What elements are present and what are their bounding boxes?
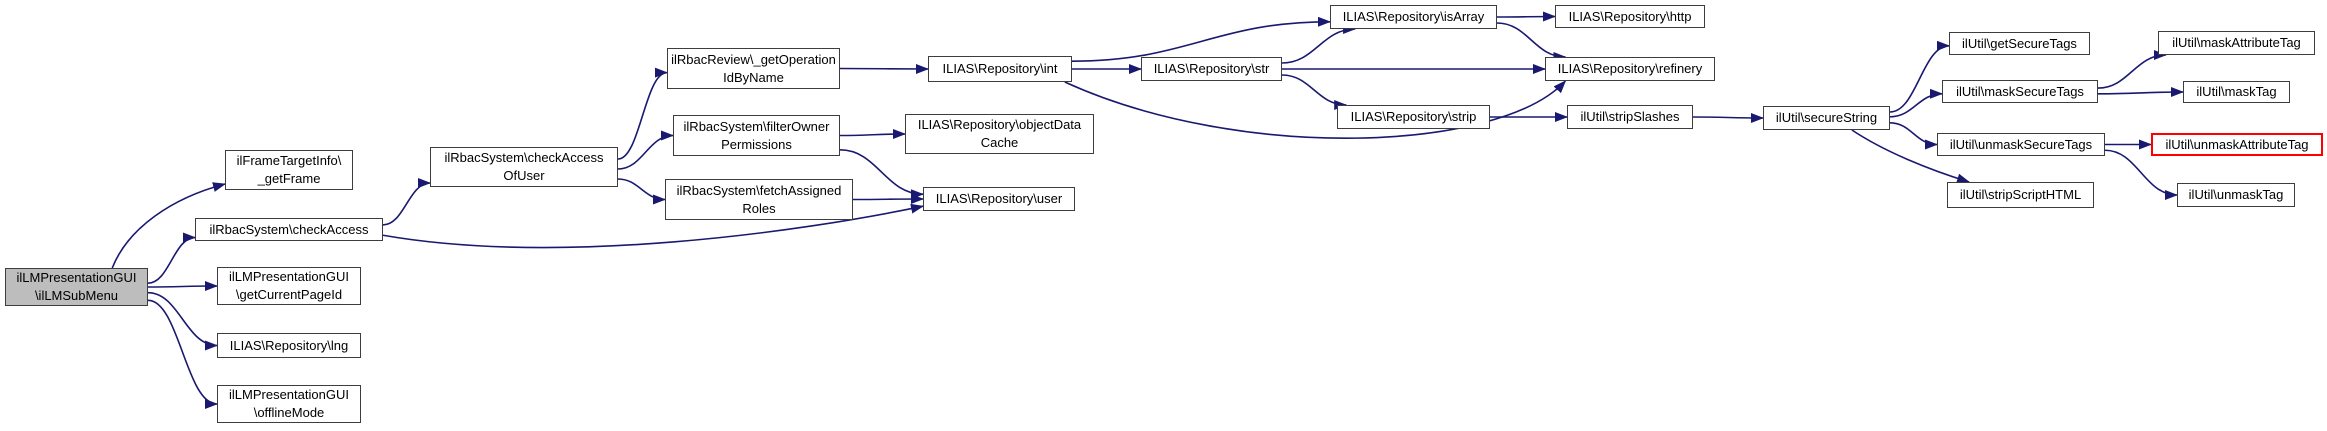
graph-node-label: ILIAS\Repository\user	[935, 191, 1063, 206]
graph-node-maskTag[interactable]: ilUtil\maskTag	[2183, 81, 2290, 103]
graph-node-label: ilFrameTargetInfo\	[236, 153, 342, 168]
call-edge-stripSlashes-to-secureString	[1692, 112, 1764, 123]
graph-node-getSecureTags[interactable]: ilUtil\getSecureTags	[1949, 32, 2090, 55]
graph-node-http[interactable]: ILIAS\Repository\http	[1555, 5, 1705, 28]
graph-node-label: ilRbacSystem\fetchAssigned	[676, 182, 842, 198]
graph-node-label: Cache	[980, 135, 1019, 150]
graph-node-label: \getCurrentPageId	[235, 287, 343, 302]
graph-node-label: \offlineMode	[253, 405, 325, 420]
graph-node-isArray[interactable]: ILIAS\Repository\isArray	[1330, 5, 1497, 29]
graph-node-unmaskTag[interactable]: ilUtil\unmaskTag	[2177, 183, 2295, 207]
call-edge-str-to-strip	[1281, 74, 1348, 110]
call-edge-int-to-refinery	[1064, 80, 1567, 139]
graph-node-label: _getFrame	[257, 171, 321, 186]
graph-node-label: ilUtil\secureString	[1775, 110, 1878, 125]
call-edge-checkAccessOfUser-to-fetchAssignedRoles	[617, 178, 666, 205]
call-edge-secureString-to-getSecureTags	[1889, 40, 1950, 113]
call-edge-checkAccessOfUser-to-getOperationIdByName	[617, 67, 668, 160]
graph-node-unmaskAttributeTag[interactable]: ilUtil\unmaskAttributeTag	[2151, 133, 2323, 156]
graph-node-offlineMode[interactable]: ilLMPresentationGUI \offlineMode	[217, 385, 361, 423]
call-edge-isArray-to-refinery	[1496, 22, 1567, 62]
graph-node-label: ILIAS\Repository\strip	[1350, 109, 1477, 124]
call-edge-ilLMSubMenu-to-getCurrentPageId	[147, 281, 218, 292]
call-edge-ilLMSubMenu-to-getFrame	[111, 182, 226, 269]
call-edge-filterOwnerPermissions-to-user	[839, 149, 924, 200]
graph-node-label: ilRbacSystem\checkAccess	[209, 221, 369, 237]
graph-node-str[interactable]: ILIAS\Repository\str	[1141, 57, 1282, 81]
call-edge-secureString-to-maskSecureTags	[1889, 88, 1943, 118]
graph-node-label: ILIAS\Repository\refinery	[1557, 61, 1703, 76]
graph-node-stripSlashes[interactable]: ilUtil\stripSlashes	[1567, 105, 1693, 129]
graph-node-label: ilUtil\maskTag	[2196, 84, 2277, 99]
graph-node-label: ILIAS\Repository\isArray	[1342, 9, 1485, 24]
graph-node-label: ilRbacReview\_getOperation	[671, 51, 836, 67]
graph-node-label: Permissions	[721, 136, 792, 152]
graph-node-label: ilUtil\stripScriptHTML	[1959, 187, 2082, 202]
graph-node-label: ILIAS\Repository\int	[942, 61, 1058, 76]
call-edge-isArray-to-http	[1496, 11, 1556, 22]
graph-node-label: ilLMPresentationGUI	[229, 269, 349, 284]
graph-node-unmaskSecureTags[interactable]: ilUtil\unmaskSecureTags	[1937, 133, 2105, 156]
graph-node-lng[interactable]: ILIAS\Repository\lng	[217, 333, 361, 358]
graph-node-strip[interactable]: ILIAS\Repository\strip	[1337, 105, 1490, 129]
graph-node-label: ilRbacSystem\checkAccess	[444, 150, 604, 165]
graph-node-label: ilUtil\unmaskSecureTags	[1949, 136, 2093, 152]
graph-node-label: ilUtil\unmaskAttributeTag	[2165, 136, 2309, 152]
graph-node-label: ilLMPresentationGUI	[16, 270, 137, 285]
graph-node-getFrame[interactable]: ilFrameTargetInfo\ _getFrame	[225, 150, 353, 190]
call-edge-str-to-isArray	[1281, 24, 1357, 64]
graph-node-stripScriptHTML[interactable]: ilUtil\stripScriptHTML	[1947, 182, 2094, 208]
graph-node-user[interactable]: ILIAS\Repository\user	[923, 187, 1075, 211]
graph-node-maskSecureTags[interactable]: ilUtil\maskSecureTags	[1942, 80, 2098, 103]
call-edge-secureString-to-stripScriptHTML	[1851, 129, 1971, 184]
graph-node-checkAccess[interactable]: ilRbacSystem\checkAccess	[195, 218, 383, 241]
graph-node-refinery[interactable]: ILIAS\Repository\refinery	[1545, 57, 1715, 81]
graph-node-label: ILIAS\Repository\objectData	[917, 117, 1082, 132]
graph-node-ilLMSubMenu[interactable]: ilLMPresentationGUI \ilLMSubMenu	[5, 268, 148, 306]
call-edge-checkAccessOfUser-to-filterOwnerPermissions	[617, 130, 674, 170]
graph-node-label: OfUser	[503, 168, 545, 183]
graph-node-label: ilUtil\stripSlashes	[1580, 109, 1680, 124]
graph-node-label: ILIAS\Repository\str	[1153, 61, 1270, 76]
graph-node-label: ILIAS\Repository\http	[1568, 8, 1692, 24]
graph-node-maskAttributeTag[interactable]: ilUtil\maskAttributeTag	[2158, 31, 2315, 55]
graph-node-label: Roles	[742, 200, 776, 216]
graph-node-int[interactable]: ILIAS\Repository\int	[928, 56, 1072, 82]
call-edge-secureString-to-unmaskSecureTags	[1889, 122, 1938, 150]
call-edge-getOperationIdByName-to-int	[839, 63, 929, 74]
call-edge-unmaskSecureTags-to-unmaskTag	[2104, 149, 2178, 200]
graph-node-label: ILIAS\Repository\lng	[229, 337, 349, 353]
graph-node-label: IdByName	[723, 69, 784, 85]
graph-node-label: ilUtil\getSecureTags	[1962, 35, 2077, 51]
call-edge-checkAccess-to-checkAccessOfUser	[382, 178, 431, 226]
call-edge-ilLMSubMenu-to-lng	[147, 291, 218, 351]
graph-node-label: \ilLMSubMenu	[34, 288, 119, 303]
call-edge-filterOwnerPermissions-to-objectDataCache	[839, 129, 906, 140]
graph-node-label: ilUtil\unmaskTag	[2188, 187, 2284, 202]
graph-node-label: ilUtil\maskAttributeTag	[2172, 35, 2301, 50]
call-edge-maskSecureTags-to-maskTag	[2097, 87, 2184, 98]
call-edge-checkAccess-to-user	[382, 203, 924, 249]
call-edge-ilLMSubMenu-to-offlineMode	[147, 299, 218, 409]
graph-node-label: ilUtil\maskSecureTags	[1956, 83, 2084, 99]
call-edge-maskSecureTags-to-maskAttributeTag	[2097, 50, 2167, 89]
call-edge-ilLMSubMenu-to-checkAccess	[147, 232, 196, 284]
graph-node-secureString[interactable]: ilUtil\secureString	[1763, 106, 1890, 130]
call-edge-fetchAssignedRoles-to-user	[852, 194, 924, 205]
call-edge-int-to-isArray	[1071, 16, 1331, 62]
graph-node-getCurrentPageId[interactable]: ilLMPresentationGUI \getCurrentPageId	[217, 267, 361, 305]
graph-node-label: ilRbacSystem\filterOwner	[683, 118, 830, 134]
graph-node-label: ilLMPresentationGUI	[229, 387, 349, 402]
